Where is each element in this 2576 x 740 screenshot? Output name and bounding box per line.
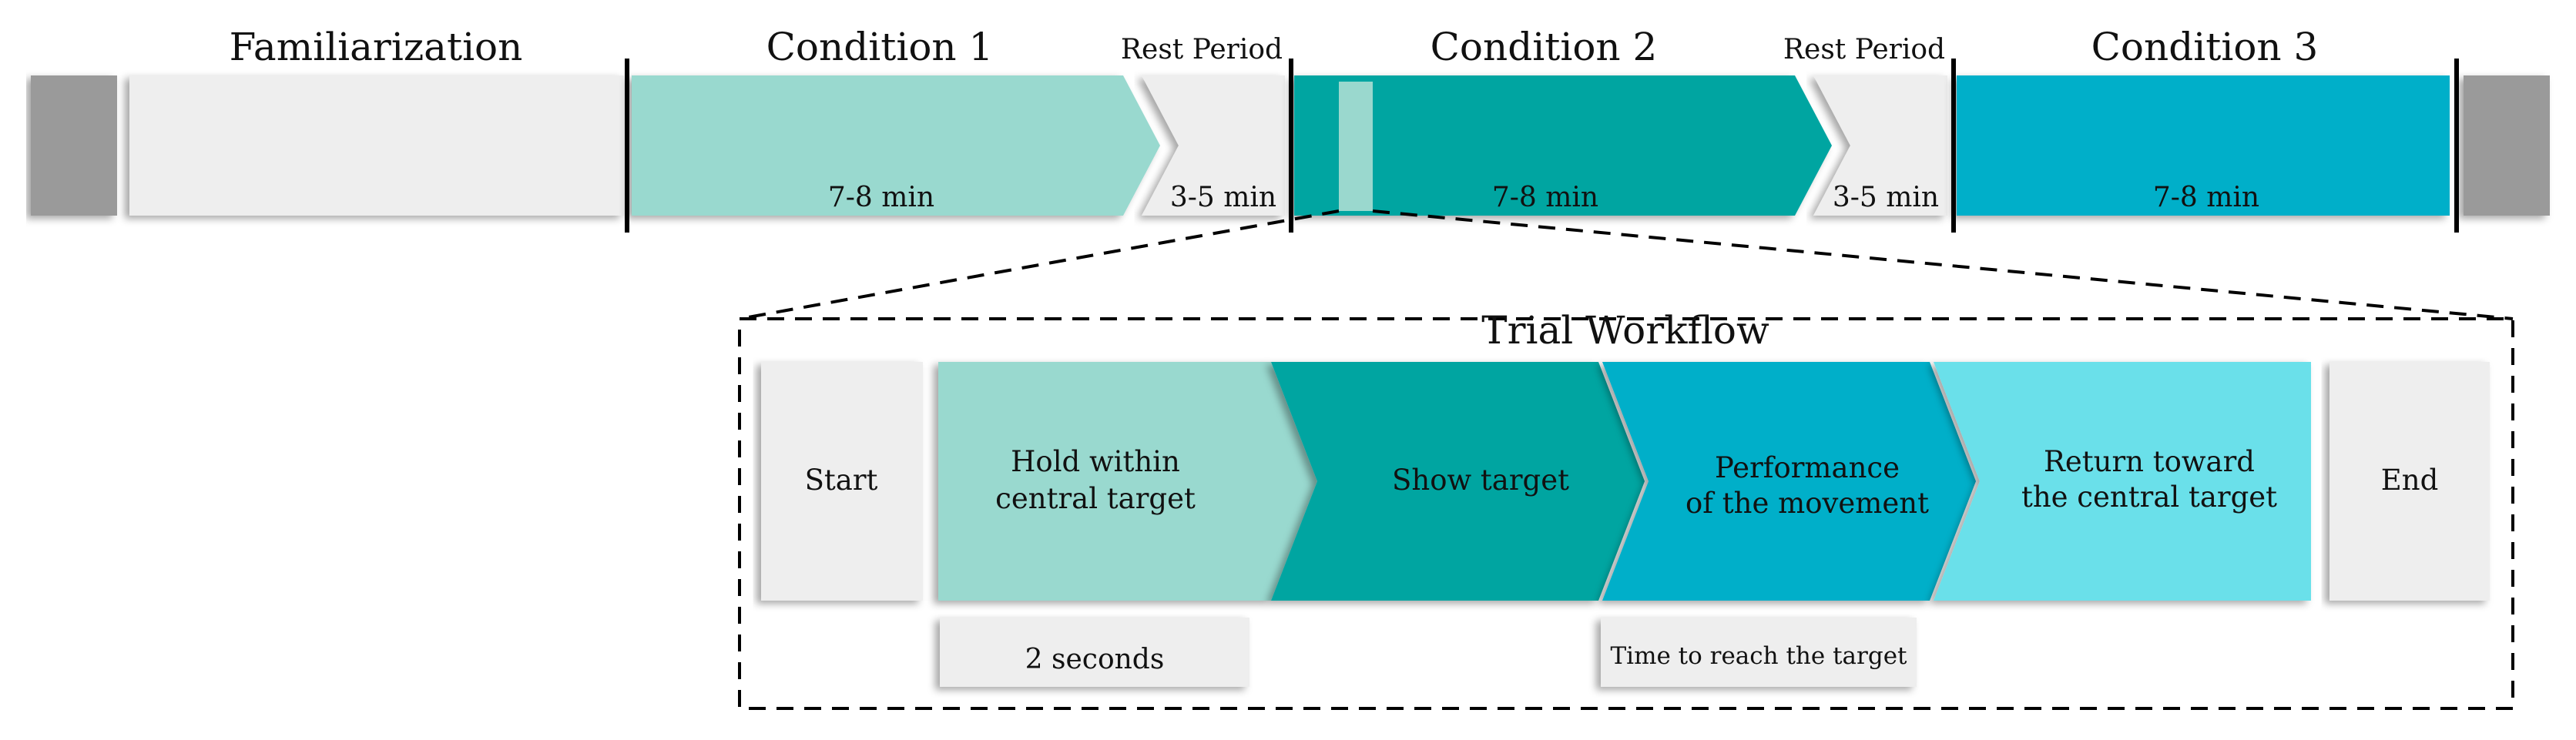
reach-time-label: Time to reach the target <box>1610 642 1907 670</box>
separator-line <box>1289 59 1293 233</box>
hold-duration-box <box>940 618 1249 687</box>
familiarization-label: Familiarization <box>230 25 523 69</box>
end-label: End <box>2381 464 2439 497</box>
trial-highlight-marker <box>1339 82 1373 211</box>
hold-step <box>938 362 1317 601</box>
show-target-label: Show target <box>1392 464 1569 497</box>
condition1-title: Condition 1 <box>766 25 994 69</box>
rest1-title: Rest Period <box>1121 34 1283 65</box>
end-step <box>2329 362 2490 601</box>
condition3-block <box>1957 75 2450 216</box>
trial-workflow-title: Trial Workflow <box>1481 308 1769 353</box>
condition2-arrow <box>1294 75 1832 216</box>
show-target-step <box>1271 362 1645 601</box>
performance-label-line1: Performance <box>1715 451 1900 484</box>
performance-label-line2: of the movement <box>1685 487 1929 520</box>
condition2-duration: 7-8 min <box>1492 182 1598 213</box>
start-label: Start <box>805 464 878 497</box>
separator-line <box>1951 59 1956 233</box>
rest1-duration: 3-5 min <box>1170 182 1276 213</box>
return-step <box>1934 362 2311 601</box>
reach-time-box <box>1601 618 1917 687</box>
return-label-line1: Return toward <box>2044 445 2255 478</box>
condition3-duration: 7-8 min <box>2153 182 2259 213</box>
hold-duration-label: 2 seconds <box>1025 644 1165 675</box>
condition3-title: Condition 3 <box>2091 25 2319 69</box>
timeline-end-grey-block <box>2464 75 2550 216</box>
rest2-title: Rest Period <box>1783 34 1945 65</box>
start-step <box>761 362 923 601</box>
hold-label-line1: Hold within <box>1011 445 1180 478</box>
performance-step <box>1602 362 1976 601</box>
zoom-connector-right <box>1372 209 2514 320</box>
rest1-block <box>1142 75 1285 216</box>
condition2-title: Condition 2 <box>1431 25 1658 69</box>
rest2-duration: 3-5 min <box>1833 182 1939 213</box>
familiarization-block <box>129 75 624 216</box>
rest2-block <box>1813 75 1947 216</box>
return-label-line2: the central target <box>2021 480 2277 514</box>
condition1-arrow <box>632 75 1160 216</box>
hold-label-line2: central target <box>995 482 1196 515</box>
separator-line <box>625 59 629 233</box>
zoom-connector-left <box>739 209 1340 320</box>
timeline-start-grey-block <box>31 75 117 216</box>
separator-line <box>2454 59 2459 233</box>
condition1-duration: 7-8 min <box>828 182 934 213</box>
